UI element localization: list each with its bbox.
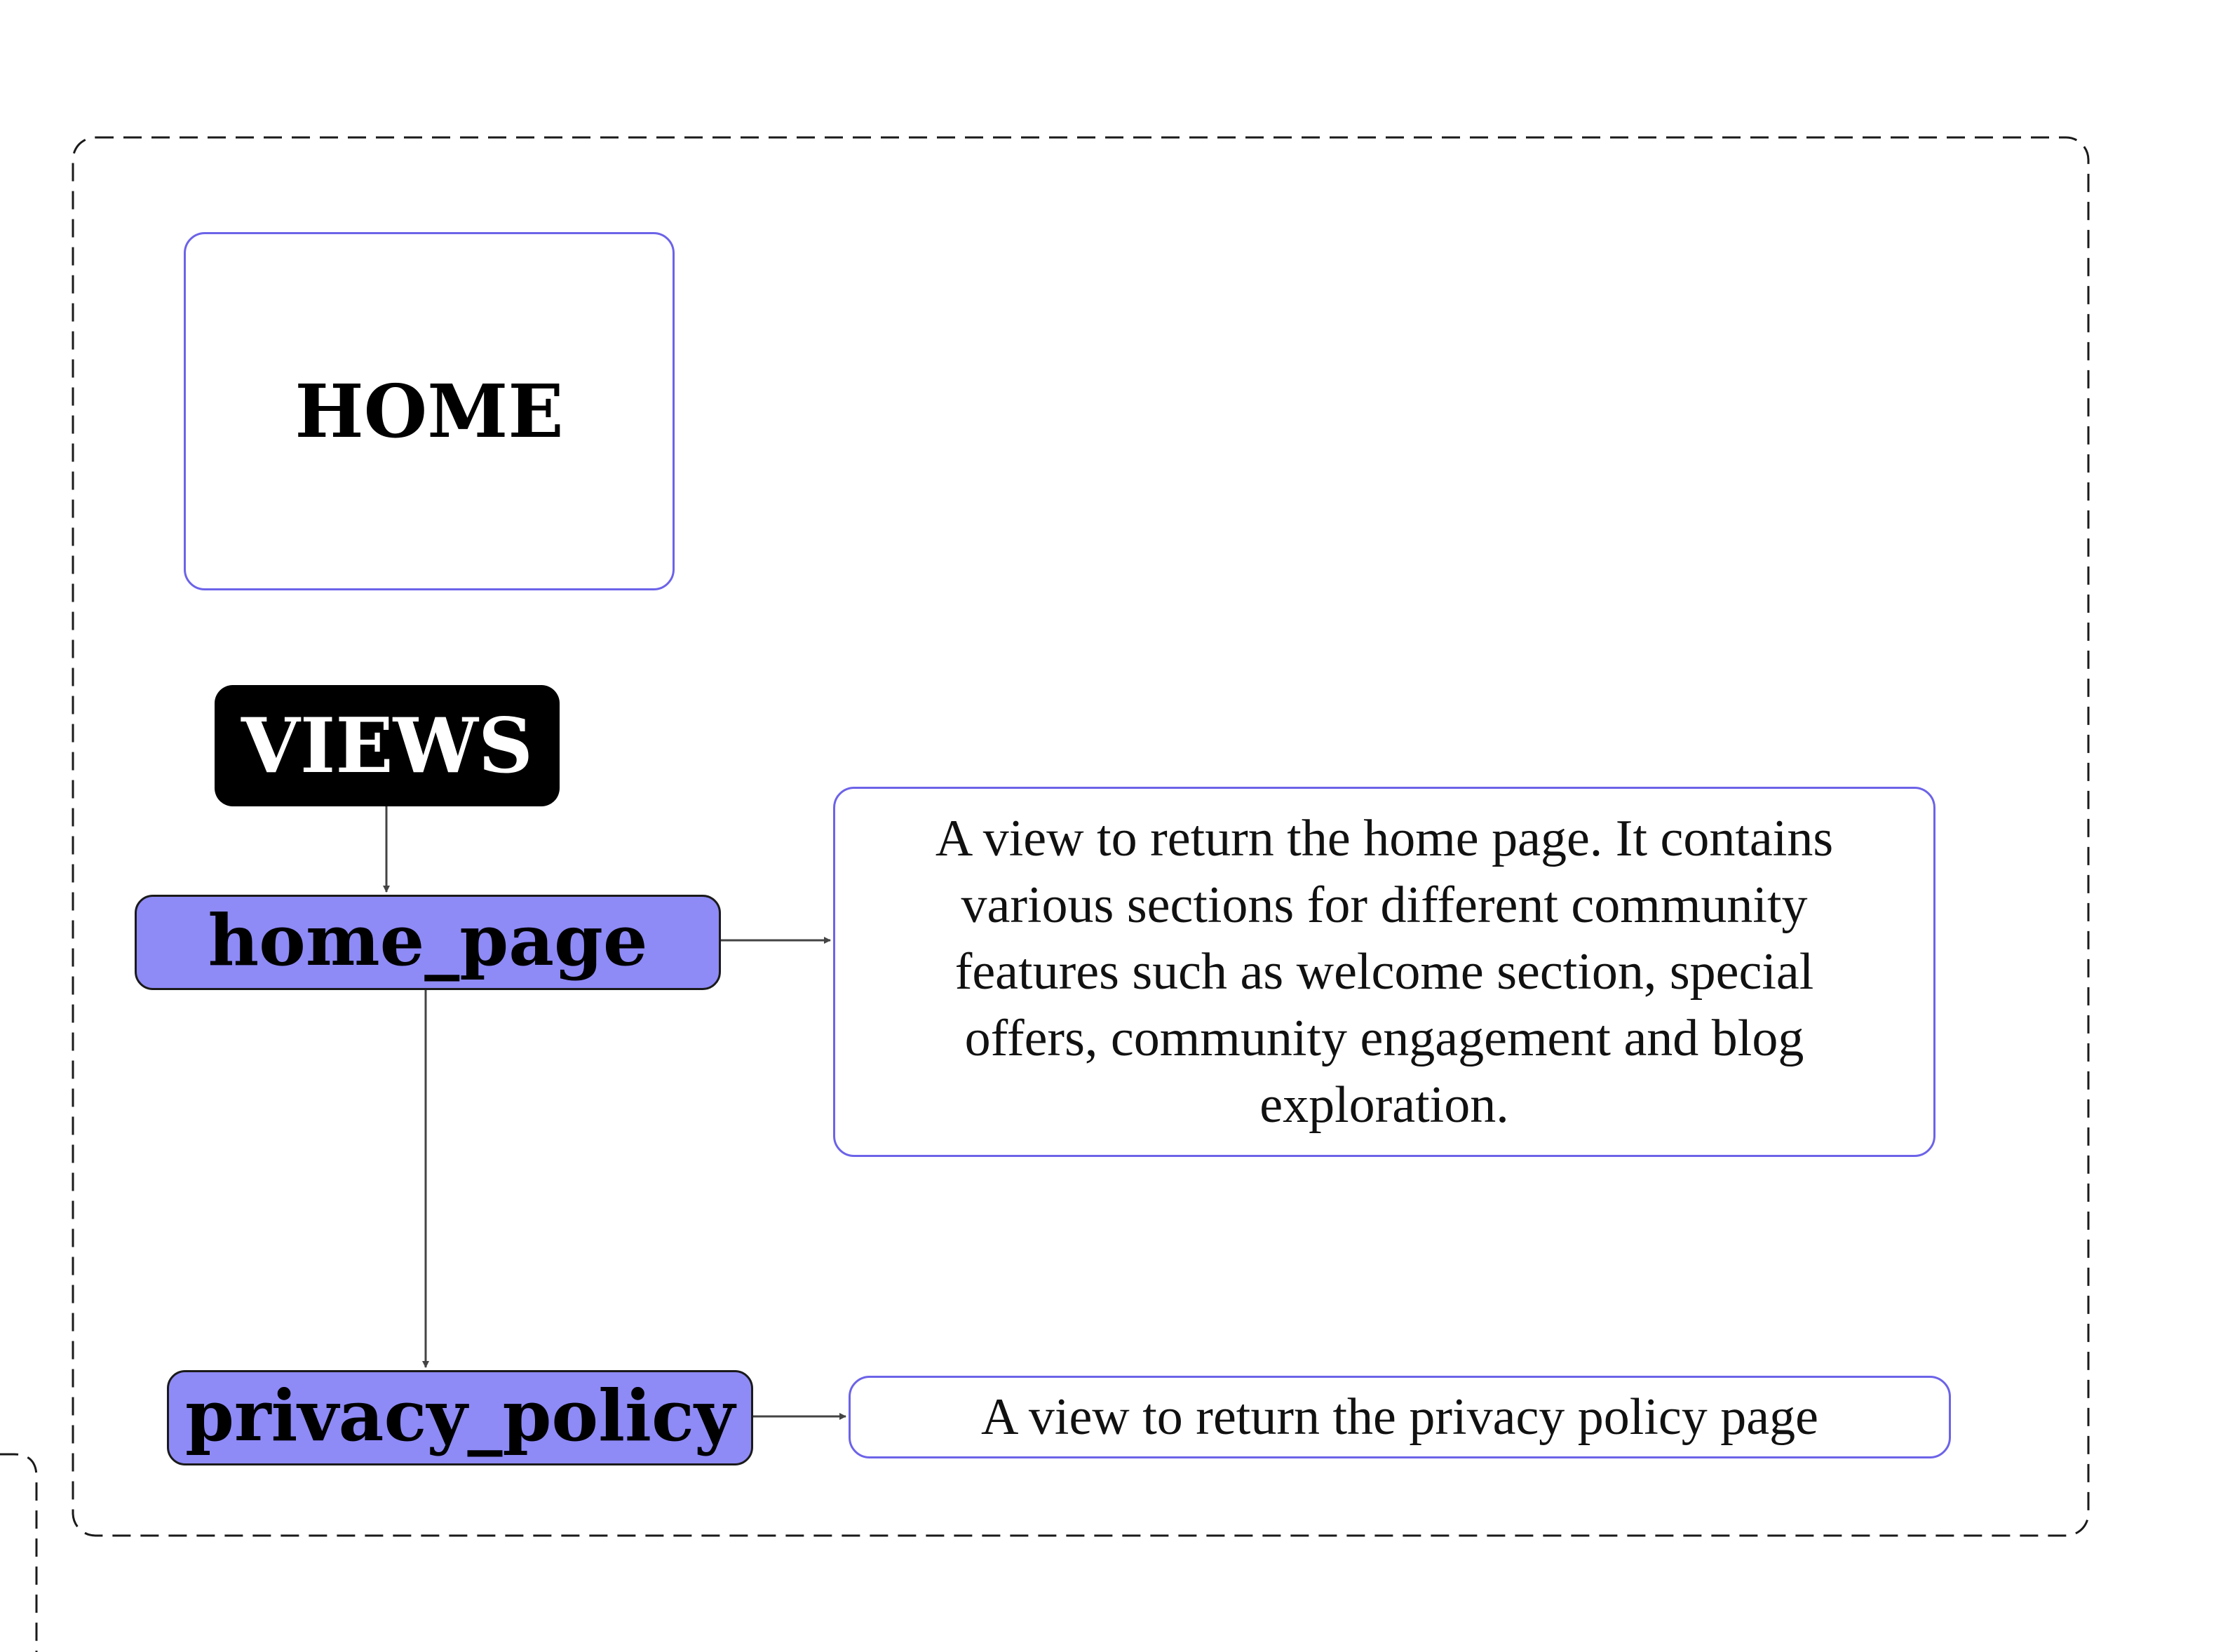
view-name: privacy_policy [184,1374,736,1457]
view-description-text: A view to return the home page. It conta… [935,809,1834,1134]
module-title: HOME [295,368,564,454]
view-node-privacy-policy[interactable]: privacy_policy [167,1370,753,1465]
views-label-text: VIEWS [241,701,533,790]
module-container [72,136,2090,1537]
view-description-text: A view to return the privacy policy page [981,1388,1818,1446]
view-node-home-page[interactable]: home_page [135,895,721,990]
module-title-box: HOME [184,232,675,590]
view-description-privacy-policy: A view to return the privacy policy page [849,1376,1951,1458]
view-description-home-page: A view to return the home page. It conta… [833,787,1935,1157]
views-group-label: VIEWS [215,685,560,806]
view-name: home_page [208,899,648,982]
adjacent-container-edge [0,1453,38,1652]
